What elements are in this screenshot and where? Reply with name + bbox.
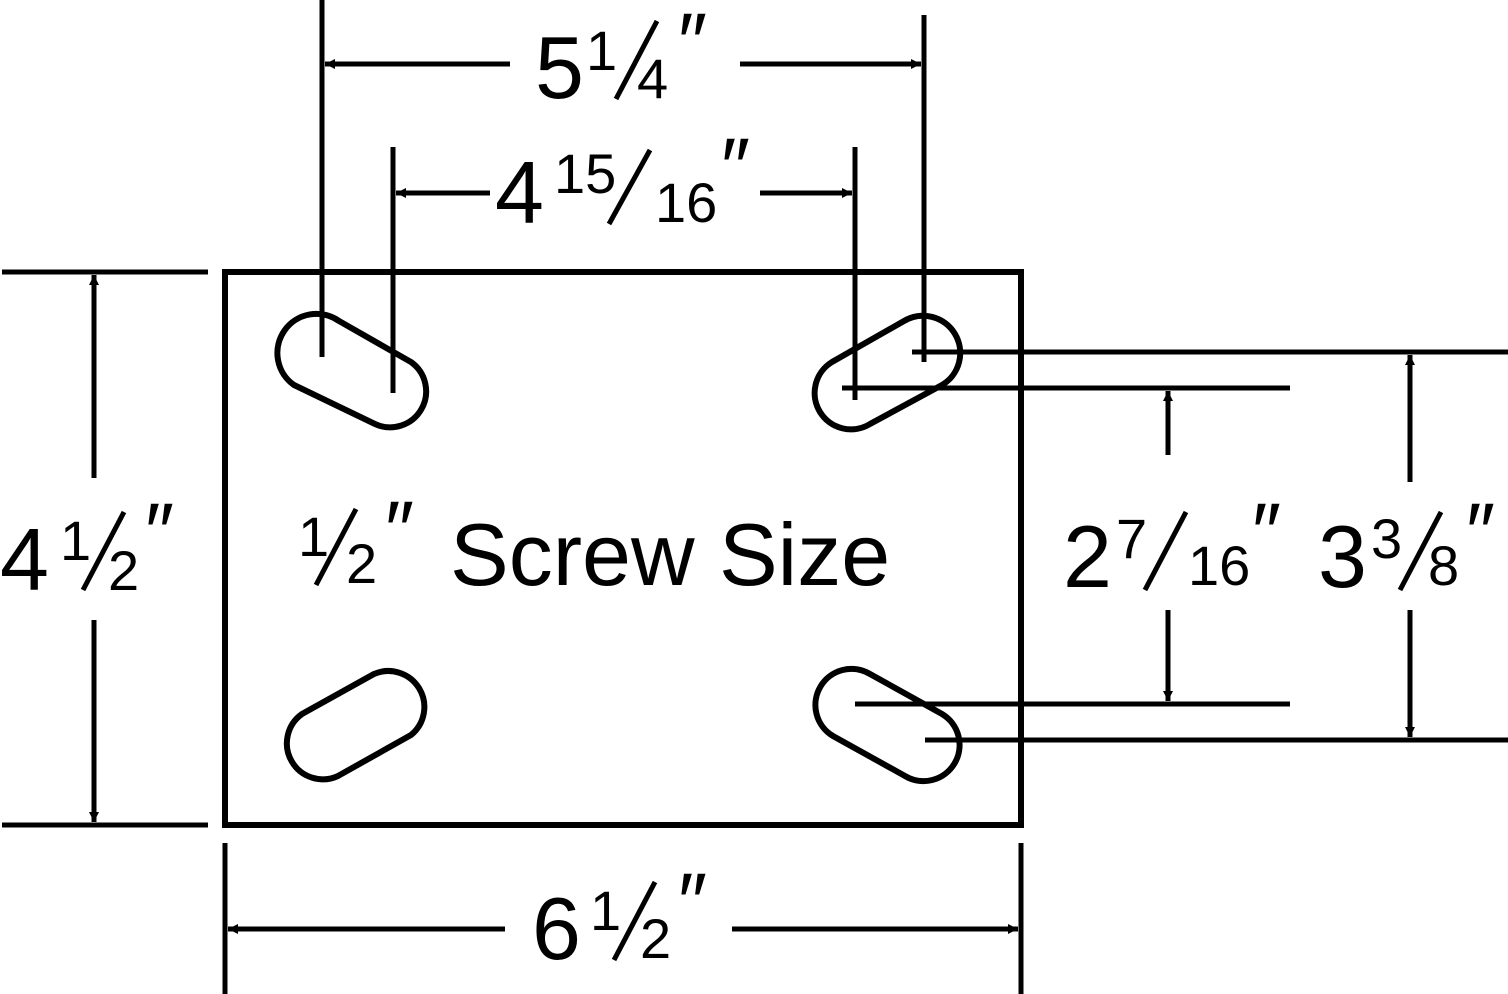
label-top-inner: 4 15 16 ″	[495, 122, 750, 242]
label-right-inner-unit: ″	[1252, 487, 1281, 578]
label-left-slash	[80, 510, 127, 592]
label-left-num: 1	[60, 509, 91, 572]
label-right-outer-num: 3	[1371, 507, 1402, 570]
label-right-inner-slash	[1142, 510, 1189, 592]
label-screw-size-den: 2	[346, 532, 377, 595]
label-screw-size-unit: ″	[385, 485, 414, 576]
label-top-outer: 5 1 4 ″	[535, 0, 707, 117]
label-bottom: 6 1 2 ″	[532, 857, 707, 978]
label-right-outer-den: 8	[1428, 534, 1459, 597]
label-top-inner-num: 15	[554, 142, 616, 205]
label-left-whole: 4	[0, 510, 49, 609]
screw-slots	[274, 310, 964, 785]
label-right-outer: 3 3 8 ″	[1318, 487, 1495, 606]
label-top-outer-slash	[613, 19, 660, 101]
label-screw-size: 1 2 ″ Screw Size	[298, 485, 890, 604]
label-left-den: 2	[108, 539, 139, 602]
label-right-outer-unit: ″	[1466, 487, 1495, 578]
label-right-inner: 2 7 16 ″	[1063, 487, 1281, 606]
label-top-inner-den: 16	[655, 171, 717, 234]
label-left-unit: ″	[145, 487, 174, 578]
label-bottom-slash	[611, 880, 658, 962]
label-left: 4 1 2 ″	[0, 487, 174, 609]
label-bottom-whole: 6	[532, 879, 581, 978]
label-top-outer-unit: ″	[678, 0, 707, 88]
slot-bottom-right	[812, 665, 963, 785]
label-top-inner-unit: ″	[721, 122, 750, 213]
label-right-outer-whole: 3	[1318, 507, 1367, 606]
mounting-plate	[222, 269, 1024, 828]
label-top-inner-slash	[606, 148, 653, 226]
label-right-inner-num: 7	[1116, 507, 1147, 570]
label-right-outer-slash	[1397, 510, 1444, 592]
label-top-inner-whole: 4	[495, 143, 544, 242]
label-top-outer-whole: 5	[535, 18, 584, 117]
label-bottom-unit: ″	[678, 857, 707, 948]
label-screw-size-slash	[313, 507, 359, 587]
label-right-inner-den: 16	[1188, 534, 1250, 597]
slot-top-right	[811, 312, 964, 433]
label-top-outer-num: 1	[586, 19, 617, 82]
label-bottom-num: 1	[590, 879, 621, 942]
label-top-outer-den: 4	[637, 47, 668, 110]
label-screw-size-text: Screw Size	[450, 505, 890, 604]
slot-top-left	[274, 310, 430, 431]
label-screw-size-num: 1	[298, 505, 329, 568]
label-bottom-den: 2	[640, 907, 671, 970]
dimension-arrows	[89, 59, 1415, 934]
slot-bottom-left	[283, 668, 428, 783]
label-right-inner-whole: 2	[1063, 507, 1112, 606]
